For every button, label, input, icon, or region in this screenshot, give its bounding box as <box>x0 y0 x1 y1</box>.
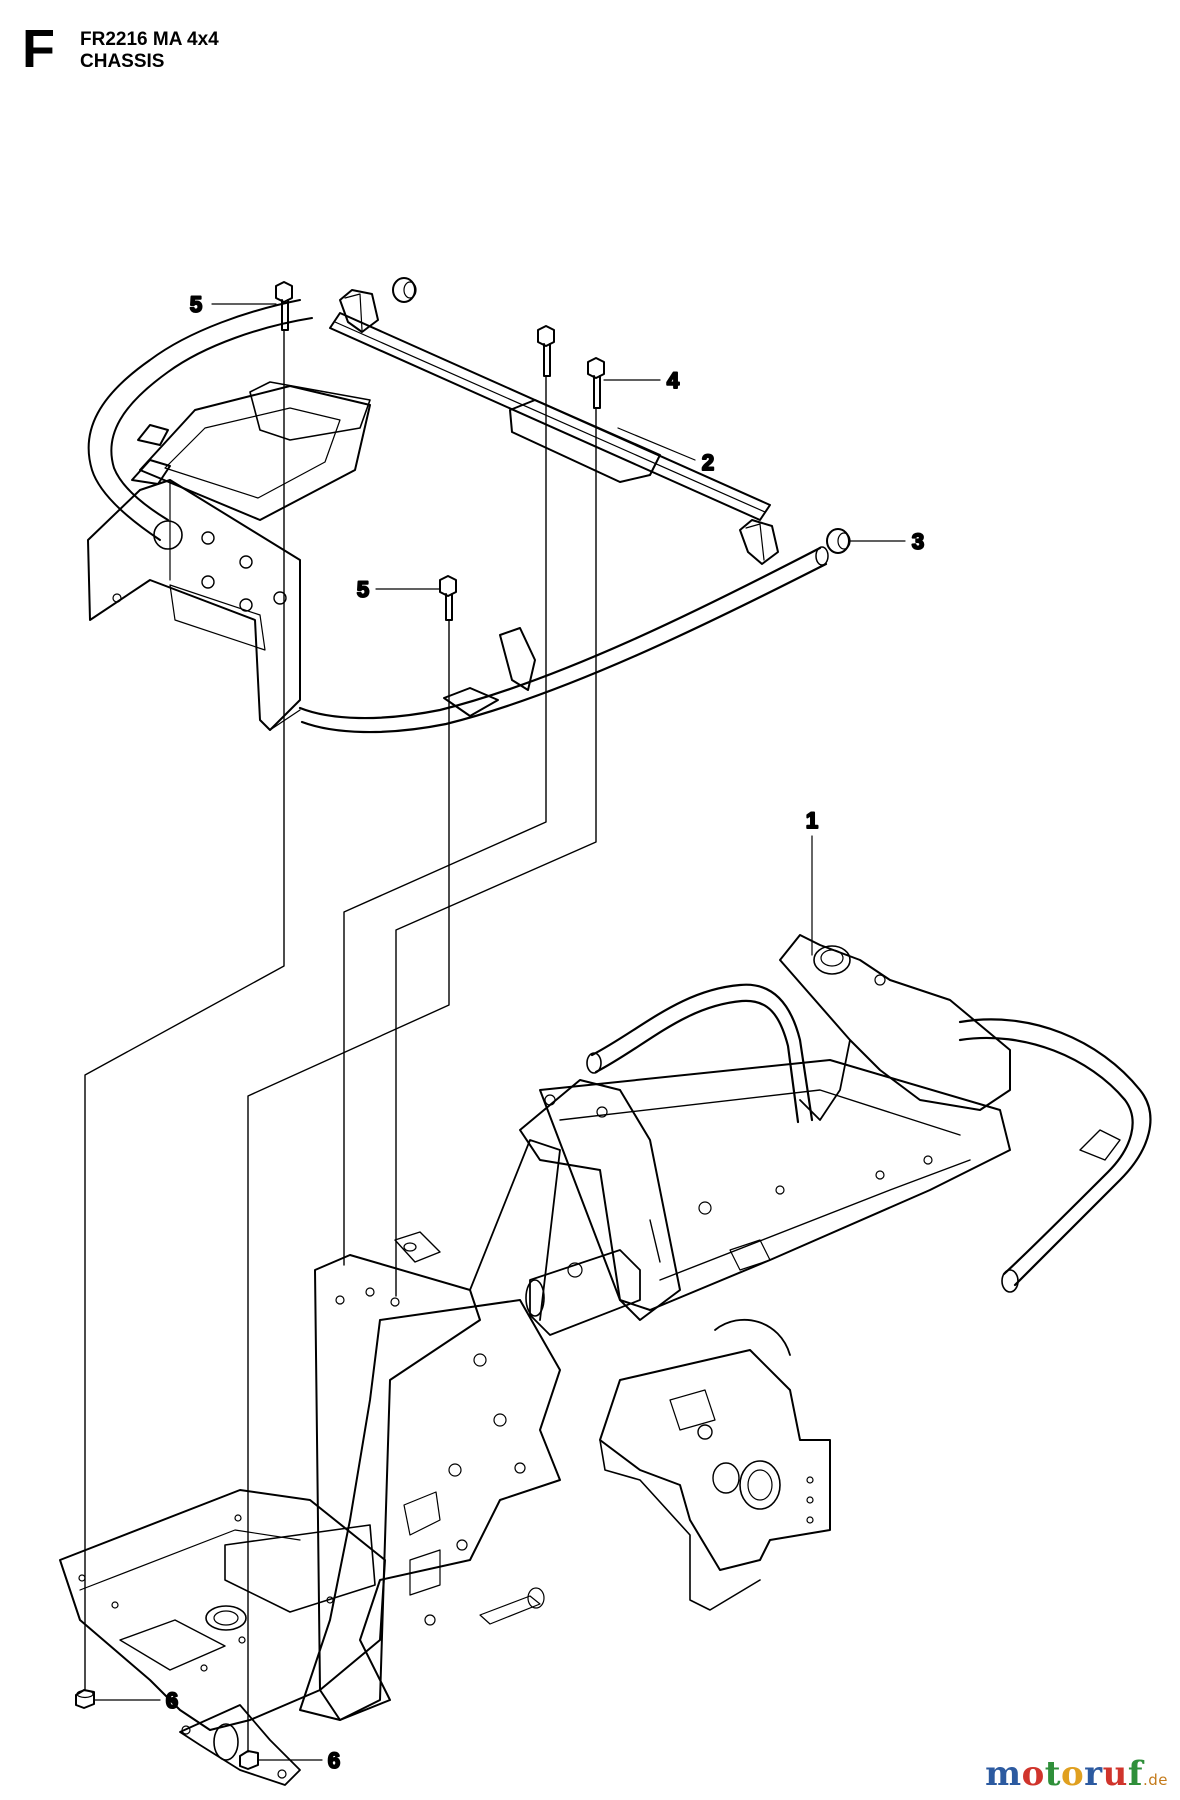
watermark-suffix: .de <box>1142 1771 1168 1789</box>
diagram-title: CHASSIS <box>80 51 165 72</box>
callout-leaders <box>93 303 906 1761</box>
watermark-letter: o <box>1021 1754 1045 1794</box>
callout-6-left: 6 <box>166 1688 178 1713</box>
watermark-text: motoruf <box>985 1754 1143 1794</box>
bolt-5-lower <box>439 575 457 621</box>
seat-bracket-assembly <box>87 289 829 734</box>
watermark-letter: f <box>1127 1754 1143 1794</box>
callout-6-right: 6 <box>328 1748 340 1773</box>
watermark-letter: r <box>1084 1754 1103 1794</box>
bumper-3-rear <box>392 277 417 303</box>
nut-6-left <box>75 1689 95 1709</box>
callout-3: 3 <box>912 529 924 554</box>
main-chassis-frame <box>59 934 1152 1786</box>
watermark-letter: m <box>985 1754 1022 1794</box>
callout-5-upper: 5 <box>190 292 202 317</box>
bolt-4-right <box>587 357 605 409</box>
callout-5-lower: 5 <box>357 577 369 602</box>
model-name: FR2216 MA 4x4 <box>80 29 219 50</box>
watermark-letter: u <box>1102 1754 1128 1794</box>
bumper-3-front <box>826 528 851 554</box>
callout-1: 1 <box>806 808 818 833</box>
callout-2: 2 <box>702 450 714 475</box>
bolt-5-upper <box>275 281 293 331</box>
alignment-lines <box>84 329 597 1753</box>
nut-6-right <box>239 1750 259 1770</box>
callout-4: 4 <box>667 368 680 393</box>
watermark-letter: o <box>1060 1754 1085 1794</box>
section-letter: F <box>22 19 55 79</box>
watermark-letter: t <box>1044 1754 1061 1794</box>
watermark-logo: motoruf.de <box>985 1754 1168 1794</box>
bolt-4-left <box>537 325 555 377</box>
